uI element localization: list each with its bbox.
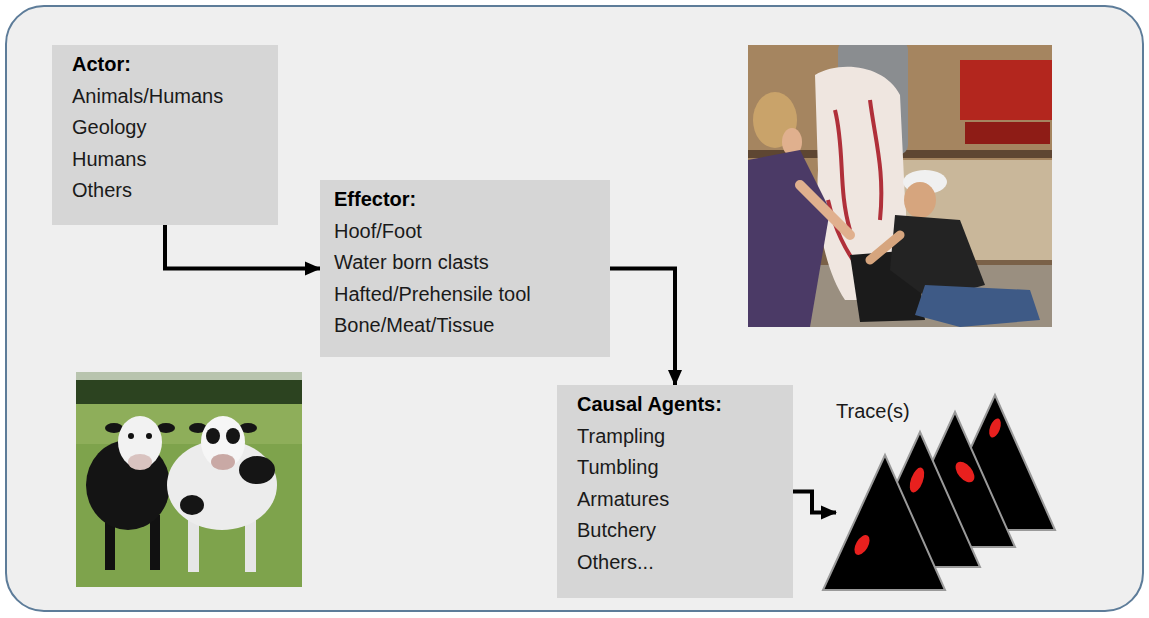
person-jeans [915,285,1040,327]
list-item: Geology [72,112,262,144]
trace-mark [952,458,978,485]
cow-eye-patch [206,428,220,444]
carcass-streaks [828,100,881,270]
list-item: Water born clasts [334,247,596,279]
list-item: Others [72,175,262,207]
cow-patch [180,495,204,515]
far-field [76,404,302,444]
list-item: Armatures [577,484,777,516]
list-item: Hafted/Prehensile tool [334,279,596,311]
tool-drawer [965,122,1050,144]
person-shirt [748,150,830,327]
cow-eye-patch [226,428,240,444]
list-item: Hoof/Foot [334,216,596,248]
cattle-photo [76,372,302,587]
list-item: Humans [72,144,262,176]
outer-frame [6,6,1143,611]
trace-mark [987,417,1003,439]
list-item: Animals/Humans [72,81,262,113]
connector-arrow [610,269,675,386]
list-item: Bone/Meat/Tissue [334,310,596,342]
effector-box: Effector:Hoof/FootWater born clastsHafte… [320,180,610,357]
bone-triangle [823,455,945,590]
cow-eye [128,433,134,439]
list-item: Others... [577,547,777,579]
cow-leg [245,520,256,572]
person-arm [800,185,850,235]
cow-muzzle [211,454,235,470]
causal-agents-box: Causal Agents:TramplingTumblingArmatures… [557,385,793,598]
trace-mark [851,532,872,557]
group-label: Trace(s) [836,396,1052,428]
connector-arrow [165,225,320,269]
grass [76,372,302,587]
list-item: Tumbling [577,452,777,484]
list-item: Butchery [577,515,777,547]
cow-leg [150,515,160,570]
cow-leg [188,520,199,572]
box-heading: Causal Agents: [577,389,777,421]
connector-arrow [793,492,836,513]
butchery-photo [748,45,1052,327]
box-heading: Actor: [72,49,262,81]
tree-line [76,372,302,404]
cow-eye [146,433,152,439]
trace-group: Trace(s) [836,396,1052,594]
trace-mark [907,466,927,495]
person-face [904,182,936,218]
cow-muzzle [128,454,152,470]
box-heading: Effector: [334,184,596,216]
actor-box: Actor:Animals/HumansGeologyHumansOthers [52,45,278,225]
tool-chest [960,60,1052,120]
sky [76,372,302,380]
cow-patch [239,456,275,484]
person-arm [870,235,900,260]
trace-triangles [823,395,1055,590]
list-item: Trampling [577,421,777,453]
